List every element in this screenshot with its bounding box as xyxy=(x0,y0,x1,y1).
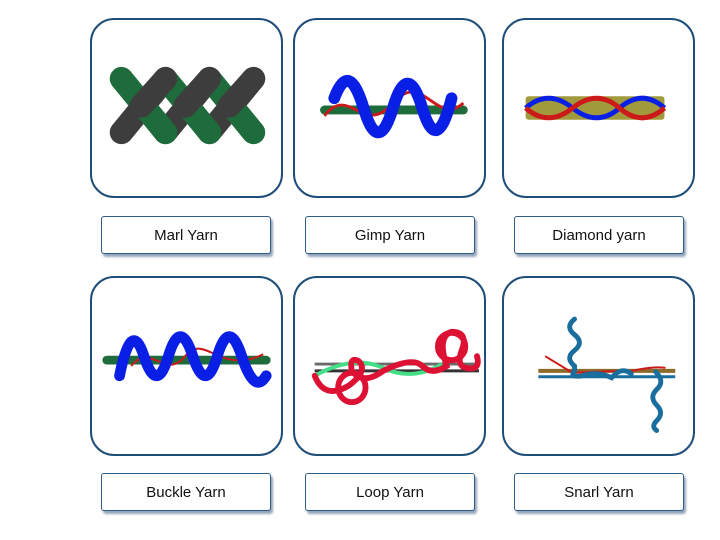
buckle-yarn-label: Buckle Yarn xyxy=(101,473,271,511)
marl-yarn-label: Marl Yarn xyxy=(101,216,271,254)
marl-yarn-illustration xyxy=(109,66,266,145)
marl-yarn-card xyxy=(90,18,283,198)
marl-gray-ply-top xyxy=(129,66,266,118)
loop-crimson-top-loop xyxy=(434,329,469,364)
diamond-yarn-card xyxy=(502,18,695,198)
loop-yarn-illustration xyxy=(311,328,481,406)
snarl-teal-twisted-loop-right xyxy=(650,369,664,433)
loop-yarn-card xyxy=(293,276,486,456)
snarl-teal-twisted-loop-left xyxy=(567,316,634,381)
gimp-yarn-label: Gimp Yarn xyxy=(305,216,475,254)
loop-crimson-bottom-loop xyxy=(335,369,369,406)
loop-yarn-label: Loop Yarn xyxy=(305,473,475,511)
buckle-yarn-card xyxy=(90,276,283,456)
gimp-blue-effect xyxy=(328,74,458,139)
buckle-yarn-illustration xyxy=(102,331,272,388)
snarl-yarn-card xyxy=(502,276,695,456)
diamond-red-thread xyxy=(524,95,667,121)
diamond-blue-thread xyxy=(524,95,667,121)
diamond-yarn-label: Diamond yarn xyxy=(514,216,684,254)
snarl-yarn-label: Snarl Yarn xyxy=(514,473,684,511)
snarl-yarn-illustration xyxy=(538,316,676,433)
buckle-blue-effect xyxy=(114,331,272,388)
gimp-yarn-illustration xyxy=(320,74,468,139)
gimp-yarn-card xyxy=(293,18,486,198)
diamond-yarn-illustration xyxy=(524,95,667,121)
